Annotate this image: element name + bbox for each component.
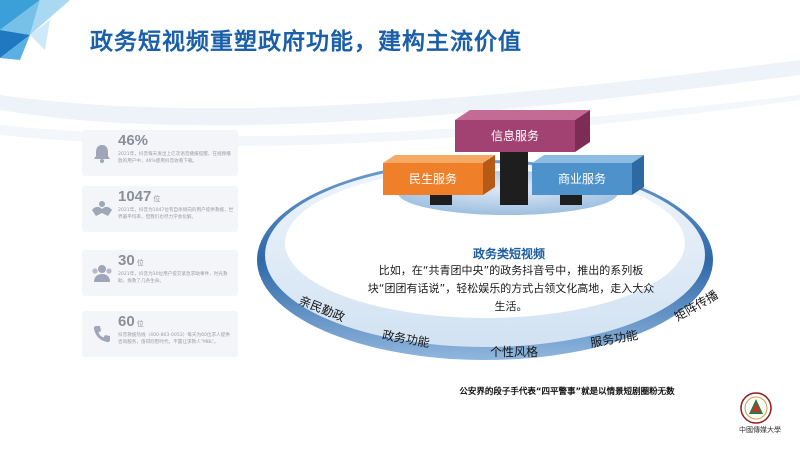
phone-icon: [88, 320, 116, 348]
bell-icon: [88, 139, 116, 167]
box-label-livelihood-service: 民生服务: [408, 172, 457, 186]
people-icon: [88, 259, 116, 287]
ring-diagram: [257, 110, 713, 360]
box-label-commercial-service: 商业服务: [557, 172, 606, 186]
university-name: 中國傳媒大學: [739, 426, 781, 434]
stat-description: 2021年，抖音为1047位有自杀倾向的用户提供救援，世界最平均率，但我们也尽力…: [118, 208, 234, 220]
center-heading: 政务类短视频: [472, 247, 545, 261]
caption: 公安界的段子手代表“四平警事”就是以情景短剧圈粉无数: [459, 387, 675, 397]
livelihood-service-box: [383, 155, 495, 195]
info-service-box: [455, 110, 590, 152]
stat-card: 46% 2021年，抖音每天发出上亿次语音播报提醒，在视频播放的用户中，46%使…: [82, 130, 238, 176]
hands-icon: [88, 195, 116, 223]
box-label-info-service: 信息服务: [490, 129, 539, 143]
stat-value: 46%: [118, 132, 149, 149]
stat-description: 2021年，抖音每天发出上亿次语音播报提醒，在视频播放的用户中，46%使用抖音收…: [118, 152, 231, 164]
corner-decoration: [0, 0, 70, 60]
page-title: 政务短视频重塑政府功能，建构主流价值: [90, 29, 522, 55]
university-logo: [740, 392, 772, 424]
center-body: 比如，在“共青团中央”的政务抖音号中，推出的系列板块“团团有话说”，轻松娱乐的方…: [367, 264, 655, 313]
commercial-service-box: [532, 155, 644, 195]
stat-description: 抖音救援热线（400-803-0053）每天为60位求人提供咨询服务，值得欣慰时…: [118, 333, 230, 345]
ring-label: 个性风格: [490, 345, 539, 359]
stat-description: 2021年，抖音为30位用户提交紧急求助事件，时光救助，挽救了几条生命。: [118, 272, 228, 284]
